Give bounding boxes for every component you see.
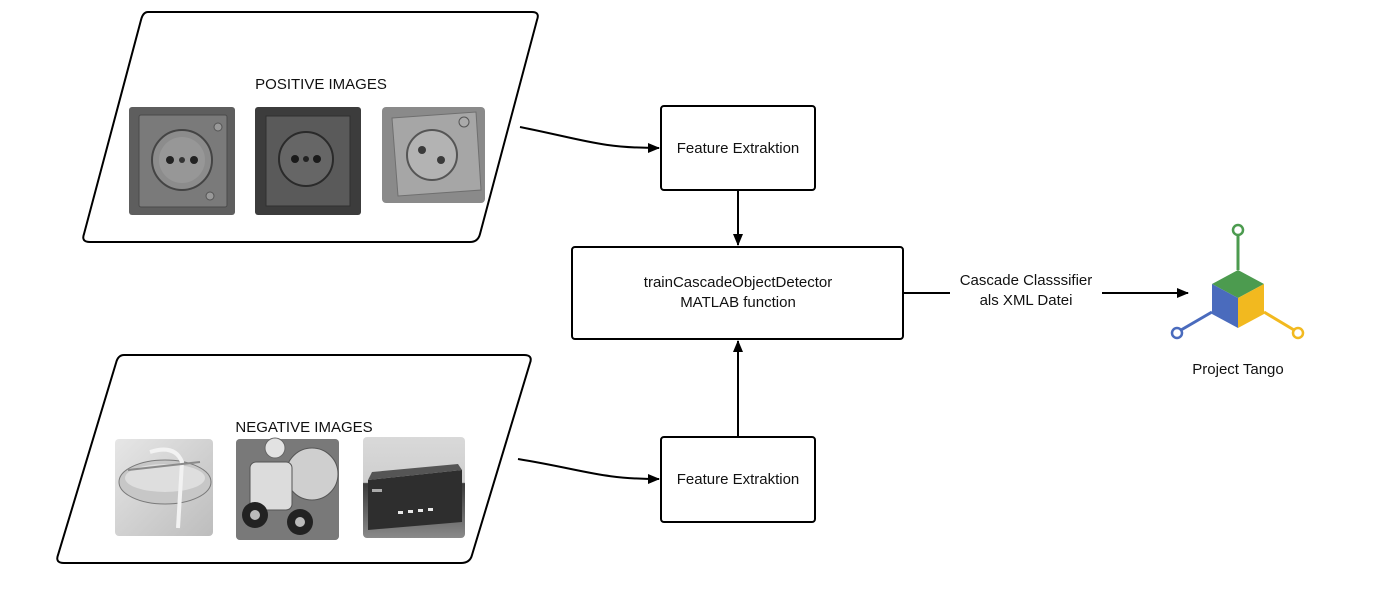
negative-thumbnail-receiver [363, 437, 465, 538]
output-edge-line2: als XML Datei [980, 292, 1073, 309]
train-cascade-line1: trainCascadeObjectDetector [644, 274, 832, 291]
output-edge-label: Cascade Classsifier als XML Datei [950, 270, 1102, 310]
project-tango-label: Project Tango [1192, 361, 1283, 378]
positive-images-title: POSITIVE IMAGES [255, 76, 387, 93]
negative-thumbnail-shoe [115, 439, 213, 536]
positive-thumbnail-socket-3 [382, 107, 485, 203]
edge-positive-to-feature [519, 126, 660, 153]
feature-extraction-top-label: Feature Extraktion [677, 140, 800, 157]
train-cascade-box: trainCascadeObjectDetector MATLAB functi… [571, 246, 904, 340]
negative-thumbnail-toy [236, 437, 339, 540]
positive-thumbnail-socket-1 [129, 107, 235, 215]
negative-images-title: NEGATIVE IMAGES [235, 419, 372, 436]
feature-extraction-top-box: Feature Extraktion [660, 105, 816, 191]
output-edge-line1: Cascade Classsifier [960, 272, 1093, 289]
edge-negative-to-feature [517, 458, 660, 484]
feature-extraction-bottom-box: Feature Extraktion [660, 436, 816, 523]
feature-extraction-bottom-label: Feature Extraktion [677, 471, 800, 488]
positive-thumbnail-socket-2 [255, 107, 361, 215]
train-cascade-line2: MATLAB function [680, 294, 796, 311]
negative-images-panel: NEGATIVE IMAGES [56, 354, 532, 564]
positive-images-panel: POSITIVE IMAGES [82, 11, 539, 243]
project-tango-logo: Project Tango [1170, 223, 1305, 378]
